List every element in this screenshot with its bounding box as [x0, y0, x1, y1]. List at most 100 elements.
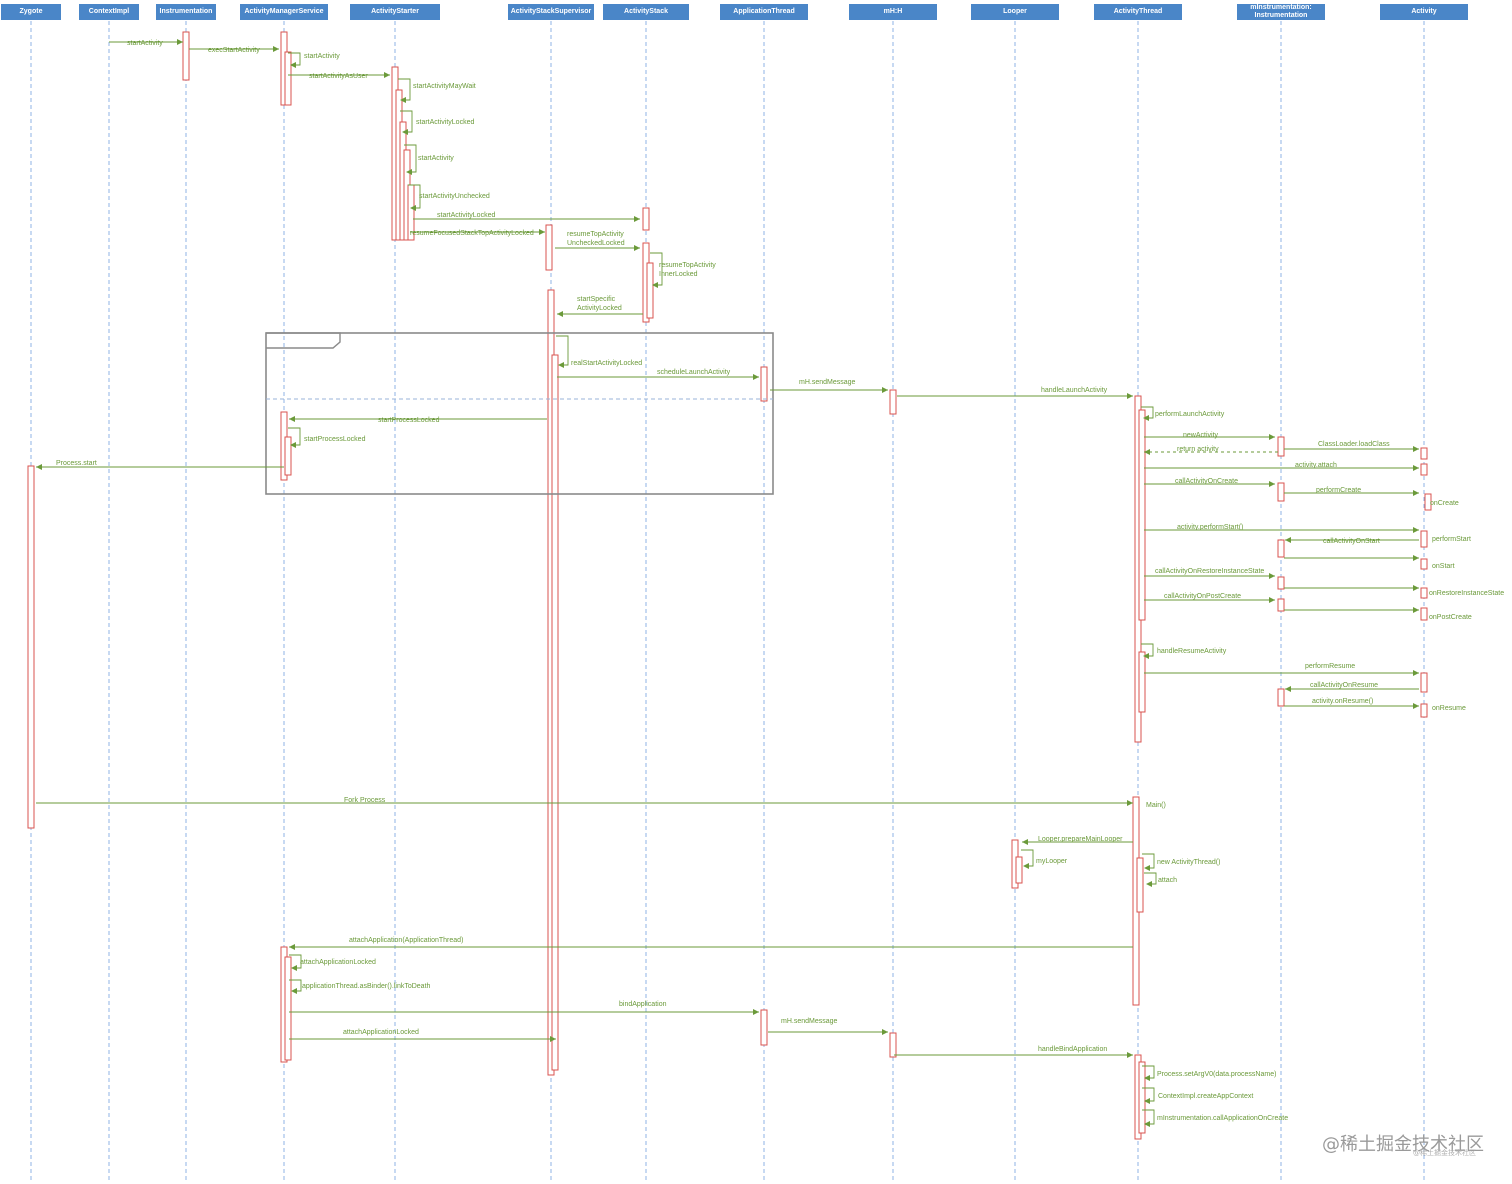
- arrowhead: [273, 46, 279, 52]
- activation-bar: [1420, 703, 1428, 718]
- message-label-oncreate: onCreate: [1430, 500, 1459, 507]
- message-label-newactivity: newActivity: [1183, 432, 1219, 439]
- arrowhead: [1144, 1121, 1150, 1127]
- activation-bar: [182, 31, 190, 81]
- message-label-startactivityunchecked: startActivityUnchecked: [419, 193, 490, 200]
- message-label-activity-onresume: activity.onResume(): [1312, 698, 1373, 705]
- arrowhead: [557, 311, 563, 317]
- message-label-contextimpl-createappcontext: ContextImpl.createAppContext: [1158, 1093, 1253, 1100]
- activation-bar: [646, 262, 654, 319]
- activation-bar: [1277, 482, 1285, 502]
- message-label-onstart: onStart: [1432, 563, 1455, 570]
- alt-frame: [265, 332, 774, 495]
- message-label-performresume: performResume: [1305, 663, 1355, 670]
- self-message-line: [1142, 853, 1155, 869]
- arrowhead: [1413, 465, 1419, 471]
- message-label-onpostcreate: onPostCreate: [1429, 614, 1472, 621]
- arrowhead: [1143, 415, 1149, 421]
- activation-bar: [760, 366, 768, 402]
- arrowhead: [1413, 703, 1419, 709]
- message-label-execstartactivity: execStartActivity: [208, 47, 260, 54]
- message-label-startactivity: startActivity: [418, 155, 454, 162]
- activation-bar: [889, 1032, 897, 1058]
- message-label-minstrumentation-callapplicationoncreate: mInstrumentation.callApplicationOnCreate: [1157, 1115, 1288, 1122]
- message-label-process-start: Process.start: [56, 460, 97, 467]
- arrowhead: [291, 965, 297, 971]
- participant-mh: mH:H: [849, 4, 937, 20]
- arrowhead: [1413, 446, 1419, 452]
- alt-frame-tab: [266, 332, 341, 349]
- arrowhead: [402, 129, 408, 135]
- arrowhead: [1146, 881, 1152, 887]
- arrowhead: [1144, 1098, 1150, 1104]
- message-label-process-setargv0-data-processname: Process.setArgV0(data.processName): [1157, 1071, 1276, 1078]
- participant-activitythread: ActivityThread: [1094, 4, 1182, 20]
- activation-bar: [1138, 651, 1146, 713]
- message-label-callactivityonstart: callActivityOnStart: [1323, 538, 1380, 545]
- participant-activity: Activity: [1380, 4, 1468, 20]
- activation-bar: [1424, 493, 1432, 511]
- message-label-callactivityonresume: callActivityOnResume: [1310, 682, 1378, 689]
- message-label-mh-sendmessage: mH.sendMessage: [781, 1018, 838, 1025]
- arrowhead: [290, 442, 296, 448]
- arrowhead: [882, 387, 888, 393]
- activation-bar: [284, 956, 292, 1061]
- message-label-attachapplication-applicationthread: attachApplication(ApplicationThread): [349, 937, 463, 944]
- arrowhead: [36, 464, 42, 470]
- message-label-startactivityasuser: startActivityAsUser: [309, 73, 368, 80]
- message-label-classloader-loadclass: ClassLoader.loadClass: [1318, 441, 1390, 448]
- activation-bar: [284, 436, 292, 476]
- message-label-callactivityonrestoreinstancestate: callActivityOnRestoreInstanceState: [1155, 568, 1264, 575]
- arrowhead: [1413, 607, 1419, 613]
- arrowhead: [882, 1029, 888, 1035]
- participant-activitystarter: ActivityStarter: [350, 4, 440, 20]
- activation-bar: [1420, 587, 1428, 599]
- activation-bar: [545, 224, 553, 271]
- message-label-startactivitylocked: startActivityLocked: [416, 119, 474, 126]
- arrowhead: [1413, 670, 1419, 676]
- arrowhead: [290, 62, 296, 68]
- activation-bar: [1277, 436, 1285, 457]
- participant-minstr: mInstrumentation: Instrumentation: [1237, 4, 1325, 20]
- message-label-mh-sendmessage: mH.sendMessage: [799, 379, 856, 386]
- arrowhead: [1285, 686, 1291, 692]
- message-label-handlelaunchactivity: handleLaunchActivity: [1041, 387, 1108, 394]
- activation-bar: [1277, 598, 1285, 612]
- activation-bar: [1420, 463, 1428, 476]
- message-label-main: Main(): [1146, 802, 1166, 809]
- arrowhead: [1144, 449, 1150, 455]
- message-label-handlebindapplication: handleBindApplication: [1038, 1046, 1107, 1053]
- arrowhead: [1269, 597, 1275, 603]
- activation-bar: [27, 465, 35, 829]
- self-message-line: [1021, 849, 1034, 867]
- arrowhead: [410, 205, 416, 211]
- activation-bar: [1420, 558, 1428, 570]
- message-label-return-activity: return activity: [1177, 446, 1219, 453]
- arrowhead: [1269, 481, 1275, 487]
- arrowhead: [634, 245, 640, 251]
- message-label-performlaunchactivity: performLaunchActivity: [1155, 411, 1225, 418]
- message-label-attachapplicationlocked: attachApplicationLocked: [343, 1029, 419, 1036]
- arrowhead: [1144, 865, 1150, 871]
- arrowhead: [384, 72, 390, 78]
- message-label-startprocesslocked: startProcessLocked: [378, 417, 440, 424]
- activation-bar: [642, 207, 650, 231]
- message-label-new-activitythread: new ActivityThread(): [1157, 859, 1220, 866]
- arrowhead: [753, 1009, 759, 1015]
- message-label-startprocesslocked: startProcessLocked: [304, 436, 366, 443]
- arrowhead: [1413, 555, 1419, 561]
- activation-bar: [1277, 576, 1285, 590]
- activation-bar: [1420, 530, 1428, 548]
- arrowhead: [1269, 573, 1275, 579]
- arrowhead: [1285, 537, 1291, 543]
- arrowhead: [1143, 653, 1149, 659]
- arrowhead: [289, 416, 295, 422]
- arrowhead: [539, 229, 545, 235]
- activation-bar: [1138, 409, 1146, 621]
- arrowhead: [1127, 800, 1133, 806]
- activation-bar: [889, 389, 897, 415]
